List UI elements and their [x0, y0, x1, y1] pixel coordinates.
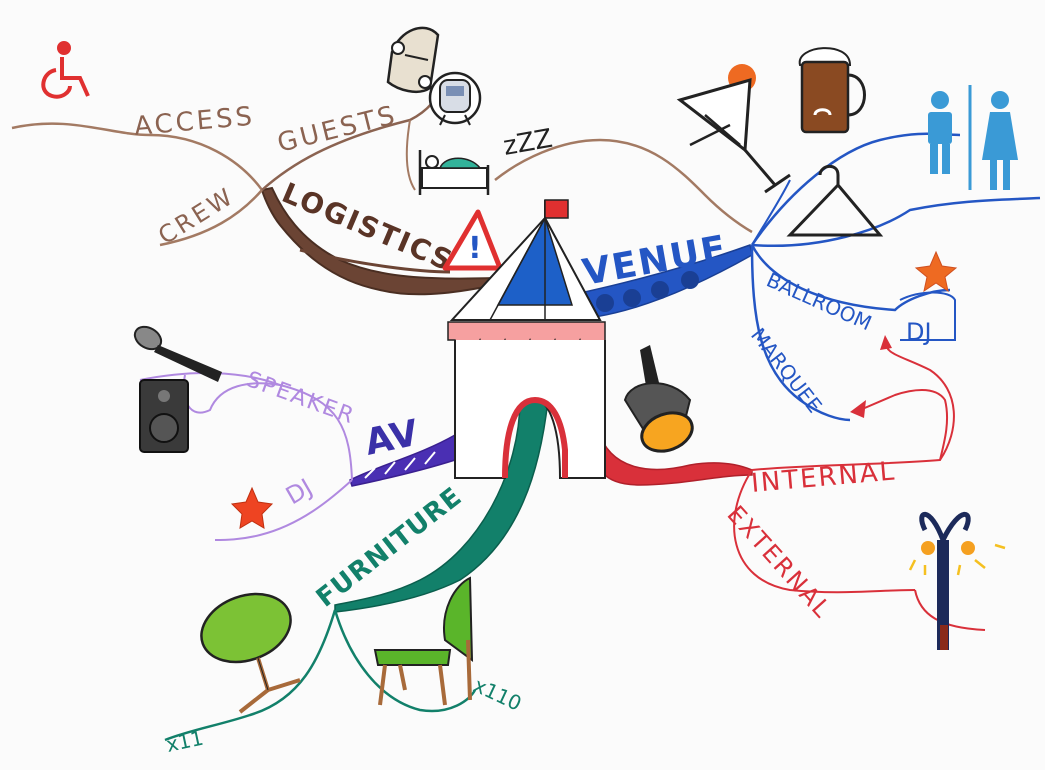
crew-line — [159, 189, 263, 247]
zzz-label: zZZ — [501, 124, 555, 162]
beer-mug-icon — [798, 47, 866, 134]
microphone-icon — [133, 325, 222, 382]
train-icon — [428, 71, 482, 126]
svg-text:!: ! — [468, 231, 482, 266]
logistics-main-branch — [260, 186, 496, 296]
ballroom-label: BALLROOM — [763, 268, 875, 336]
marquee-line — [750, 244, 851, 422]
ballroom-line — [750, 244, 951, 312]
internal-to-ballroom-line — [884, 339, 955, 461]
car-icon — [386, 26, 440, 93]
cocktail-line — [751, 179, 791, 246]
crew-label: CREW — [153, 182, 239, 250]
sleep-line — [494, 138, 753, 234]
dj-av-label: DJ — [281, 473, 317, 510]
toilets-icon — [928, 85, 1018, 190]
external-line — [733, 469, 916, 594]
dj-av-line — [214, 479, 353, 541]
tables-qty-label: x11 — [164, 726, 205, 757]
av-main-branch — [349, 433, 456, 487]
chairs-line — [333, 609, 477, 713]
internal-arrow-marquee — [850, 400, 866, 418]
star-icon — [230, 486, 274, 529]
lighting-main-branch — [594, 428, 753, 486]
external-label: EXTERNAL — [722, 500, 837, 624]
dj-venue-label: DJ — [906, 318, 932, 346]
table-icon — [200, 592, 301, 714]
guests-label: GUESTS — [274, 100, 400, 159]
logistics-underline — [299, 248, 451, 274]
external-lamp-line — [914, 589, 986, 631]
venue-upper-line — [750, 132, 961, 246]
av-branch: AV SPEAKER DJ — [133, 325, 456, 541]
access-label: ACCESS — [133, 102, 256, 142]
bed-icon — [418, 150, 490, 195]
chair-icon — [373, 576, 474, 706]
star-icon — [914, 250, 958, 293]
speaker-line — [182, 374, 353, 481]
guests-sub-line — [405, 119, 416, 191]
toilets-line — [751, 196, 1041, 247]
internal-arrow-ballroom — [880, 335, 892, 350]
logistics-upper-line — [11, 122, 264, 191]
hanger-icon — [786, 164, 884, 237]
tent-icon — [447, 199, 606, 479]
venue-branch: VENUE BALLROOM DJ MARQUEE — [543, 47, 1041, 422]
dj-venue-box — [899, 291, 956, 341]
chairs-qty-label: x110 — [470, 673, 525, 716]
cocktail-icon — [676, 64, 791, 194]
tables-line — [164, 609, 337, 742]
street-lamp-icon — [908, 511, 1006, 650]
spotlight-icon — [623, 345, 694, 453]
speaker-icon — [139, 379, 189, 453]
wheelchair-icon — [41, 41, 90, 99]
warning-icon: ! — [442, 209, 503, 271]
internal-label: INTERNAL — [750, 456, 897, 499]
internal-line — [751, 389, 949, 471]
speaker-label: SPEAKER — [243, 367, 358, 429]
marquee-label: MARQUEE — [746, 323, 827, 417]
